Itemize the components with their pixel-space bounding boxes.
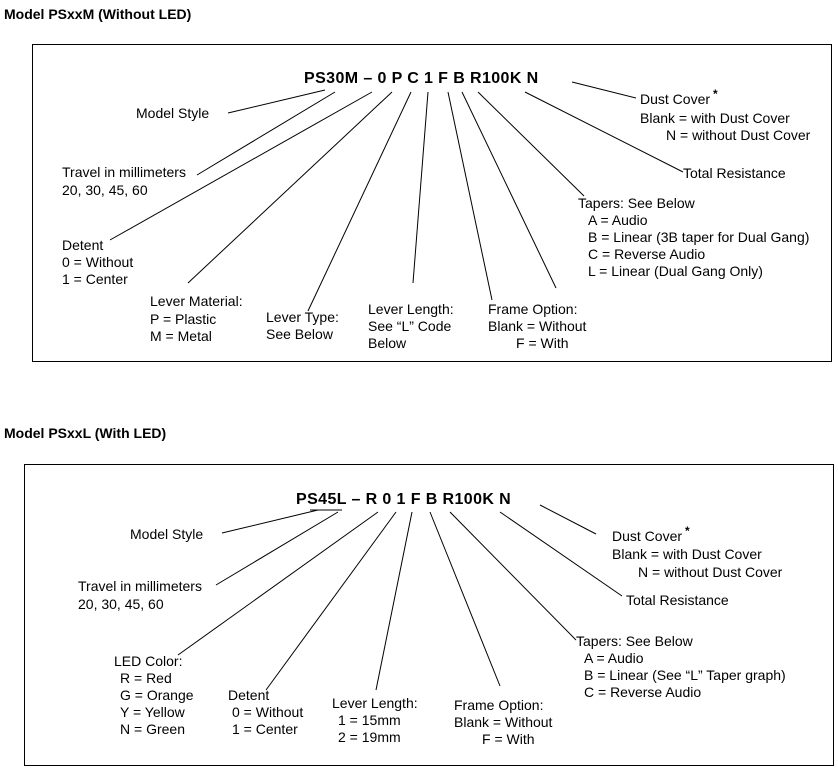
d1-lever-material-title: Lever Material: [150, 293, 243, 309]
d1-total-resistance: Total Resistance [683, 165, 786, 181]
leader-model-style [227, 89, 326, 114]
d1-dust-cover-title: Dust Cover* [640, 87, 718, 107]
d1-taper-b: B = Linear (3B taper for Dual Gang) [588, 229, 810, 245]
d2-lever-length-2: 2 = 19mm [338, 729, 401, 745]
diagram2-part-code: PS45L – R 0 1 F B R100K N [296, 491, 512, 508]
d2-detent-1: 1 = Center [232, 721, 298, 737]
leader-total-resistance [524, 91, 684, 173]
d2-led-y: Y = Yellow [120, 704, 185, 720]
d2-led-g: G = Orange [120, 687, 194, 703]
diagram1-heading: Model PSxxM (Without LED) [4, 6, 192, 22]
d2-tapers-title: Tapers: See Below [576, 633, 693, 649]
d2-travel-values: 20, 30, 45, 60 [78, 596, 164, 612]
d1-detent-1: 1 = Center [62, 271, 128, 287]
leader2-model-style [221, 509, 319, 534]
d1-travel-title: Travel in millimeters [62, 164, 186, 180]
d1-taper-a: A = Audio [588, 212, 648, 228]
d1-tapers-title: Tapers: See Below [578, 195, 695, 211]
d2-detent-title: Detent [228, 687, 270, 703]
leader2-travel [215, 511, 339, 586]
d2-frame-title: Frame Option: [454, 697, 544, 713]
leader-detent [109, 91, 373, 241]
d2-led-title: LED Color: [114, 653, 183, 669]
d2-frame-f: F = With [482, 731, 535, 747]
diagram2-frame [24, 464, 834, 766]
leader-frame [447, 91, 493, 301]
leader-lever-material [187, 91, 393, 284]
diagram1-frame [32, 44, 832, 362]
leader2-detent [265, 511, 397, 691]
leader2-total-resistance [499, 511, 623, 597]
d1-model-style-label: Model Style [136, 105, 210, 121]
d2-led-r: R = Red [120, 670, 172, 686]
d2-frame-blank: Blank = Without [454, 714, 553, 730]
d1-lever-material-m: M = Metal [150, 328, 212, 344]
leader-frame-b [461, 91, 557, 289]
diagram1-part-code: PS30M – 0 P C 1 F B R100K N [304, 70, 539, 87]
d1-detent-0: 0 = Without [62, 254, 134, 270]
d1-lever-length-l1: See “L” Code [368, 318, 452, 334]
d1-frame-title: Frame Option: [488, 301, 578, 317]
d1-dust-blank: Blank = with Dust Cover [640, 110, 790, 126]
d1-lever-length-l2: Below [368, 335, 407, 351]
leader2-lever-length [375, 511, 413, 691]
d1-lever-type-title: Lever Type: [266, 309, 339, 325]
d2-total-resistance: Total Resistance [626, 592, 729, 608]
d1-detent-title: Detent [62, 237, 104, 253]
d1-frame-blank: Blank = Without [488, 318, 587, 334]
d2-dust-n: N = without Dust Cover [638, 564, 783, 580]
d2-taper-b: B = Linear (See “L” Taper graph) [584, 667, 786, 683]
d2-dust-cover-title: Dust Cover* [612, 524, 690, 544]
d1-travel-values: 20, 30, 45, 60 [62, 182, 148, 198]
leader2-tapers [449, 511, 577, 641]
diagram2-heading: Model PSxxL (With LED) [4, 425, 167, 441]
leader-tapers [477, 91, 585, 197]
d2-lever-length-title: Lever Length: [332, 695, 418, 711]
d1-dust-asterisk: * [713, 87, 718, 101]
d2-taper-c: C = Reverse Audio [584, 684, 702, 700]
leader-dust-cover [571, 81, 637, 99]
d1-lever-length-title: Lever Length: [368, 301, 454, 317]
leader2-frame [429, 511, 501, 687]
d2-model-style-label: Model Style [130, 526, 204, 542]
d2-led-n: N = Green [120, 721, 185, 737]
d1-taper-l: L = Linear (Dual Gang Only) [588, 263, 763, 279]
leader-lever-length [412, 91, 429, 284]
leader-lever-type [307, 91, 412, 312]
d1-lever-type-value: See Below [266, 326, 333, 342]
d2-taper-a: A = Audio [584, 650, 644, 666]
d1-dust-n: N = without Dust Cover [666, 127, 811, 143]
leader-travel [196, 91, 336, 176]
leader2-led [177, 511, 379, 656]
leader2-dust-cover [539, 504, 597, 535]
d2-dust-blank: Blank = with Dust Cover [612, 546, 762, 562]
d2-dust-asterisk: * [685, 524, 690, 538]
d2-detent-0: 0 = Without [232, 704, 304, 720]
d1-taper-c: C = Reverse Audio [588, 246, 706, 262]
d2-lever-length-1: 1 = 15mm [338, 712, 401, 728]
d1-lever-material-p: P = Plastic [150, 311, 217, 327]
d2-travel-title: Travel in millimeters [78, 578, 202, 594]
d1-frame-f: F = With [516, 335, 569, 351]
